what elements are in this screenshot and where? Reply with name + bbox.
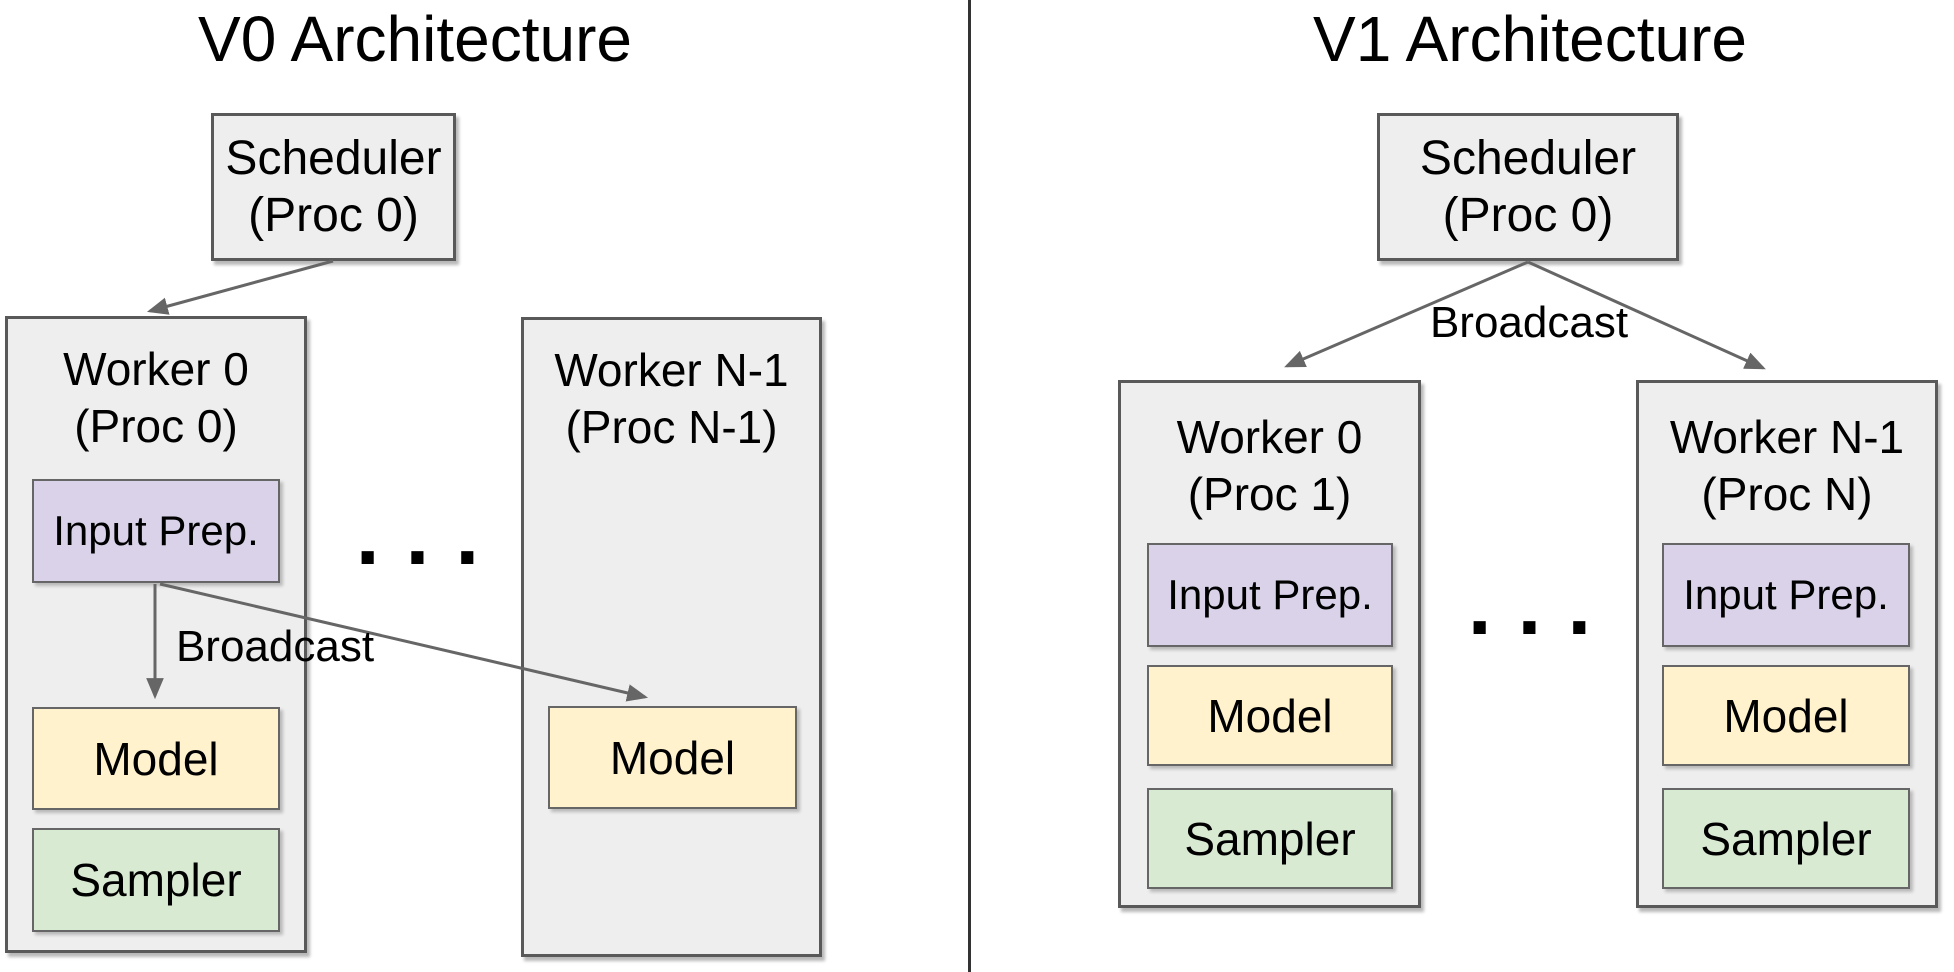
v0-worker0-name: Worker 0 <box>63 343 249 395</box>
v0-scheduler-to-worker0-arrow <box>146 259 334 315</box>
v1-worker0-title: Worker 0 (Proc 1) <box>1121 383 1418 523</box>
v1-workerN-title: Worker N-1 (Proc N) <box>1639 383 1935 523</box>
v0-workerN-model-box: Model <box>548 706 797 809</box>
v0-workerN-model-label: Model <box>609 731 736 784</box>
v1-worker0-name: Worker 0 <box>1176 411 1363 463</box>
v0-scheduler-label: Scheduler <box>225 132 442 185</box>
v0-workerN-proc: (Proc N-1) <box>565 401 778 453</box>
v0-worker0-sampler-label: Sampler <box>70 854 242 906</box>
v0-worker0-sampler-box: Sampler <box>32 828 280 932</box>
v0-input-prep-box: Input Prep. <box>32 479 280 583</box>
v1-workerN-model-label: Model <box>1723 689 1849 742</box>
v1-scheduler-label: Scheduler <box>1419 132 1637 185</box>
v1-ellipsis-dots: . . . <box>1467 557 1593 653</box>
v1-workerN-sampler-label: Sampler <box>1700 812 1872 865</box>
v1-workerN-input-prep-label: Input Prep. <box>1683 571 1889 618</box>
v0-workerN-name: Worker N-1 <box>554 344 789 396</box>
v1-worker0-model-label: Model <box>1207 689 1333 742</box>
v0-worker0-model-box: Model <box>32 707 280 810</box>
v0-input-prep-label: Input Prep. <box>53 507 259 554</box>
v0-section-title: V0 Architecture <box>198 3 632 75</box>
v1-worker0-sampler-label: Sampler <box>1184 812 1356 865</box>
v0-worker0-title: Worker 0 (Proc 0) <box>8 319 304 455</box>
v1-worker0-input-prep-box: Input Prep. <box>1147 543 1393 647</box>
v1-worker0-input-prep-label: Input Prep. <box>1167 571 1373 618</box>
v0-scheduler-box: Scheduler (Proc 0) <box>211 113 456 261</box>
v1-scheduler-box: Scheduler (Proc 0) <box>1377 113 1679 261</box>
v1-workerN-input-prep-box: Input Prep. <box>1662 543 1910 647</box>
v1-workerN-sampler-box: Sampler <box>1662 788 1910 889</box>
v1-scheduler-proc-label: (Proc 0) <box>1442 189 1614 242</box>
v1-section-title: V1 Architecture <box>1313 3 1747 75</box>
v0-ellipsis-dots: . . . <box>355 487 481 583</box>
divider-line <box>968 0 971 972</box>
v1-broadcast-label: Broadcast <box>1429 298 1629 347</box>
v0-workerN-box: Worker N-1 (Proc N-1) <box>521 317 822 957</box>
v0-scheduler-proc-label: (Proc 0) <box>248 189 419 242</box>
v1-worker0-sampler-box: Sampler <box>1147 788 1393 889</box>
v0-worker0-model-label: Model <box>93 732 219 785</box>
v0-worker0-proc: (Proc 0) <box>74 400 238 452</box>
v1-workerN-proc: (Proc N) <box>1701 468 1873 520</box>
v0-broadcast-label: Broadcast <box>175 622 375 671</box>
v1-workerN-name: Worker N-1 <box>1669 411 1905 463</box>
v1-worker0-proc: (Proc 1) <box>1187 468 1352 520</box>
v0-workerN-title: Worker N-1 (Proc N-1) <box>524 320 819 456</box>
v1-worker0-model-box: Model <box>1147 665 1393 766</box>
v1-workerN-model-box: Model <box>1662 665 1910 766</box>
